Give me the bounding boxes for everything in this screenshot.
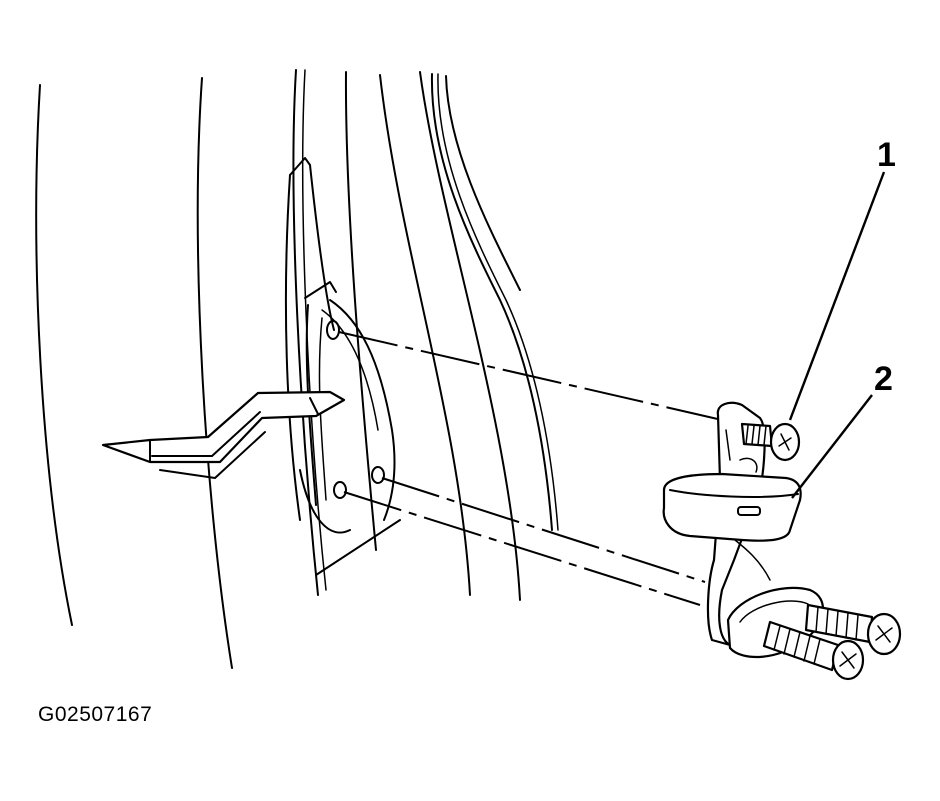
callout-2: 2: [874, 360, 893, 398]
pillar-mounting-plate: [284, 157, 401, 576]
callout-2-leader: [791, 394, 873, 499]
callout-1: 1: [877, 136, 896, 174]
door-pillar-outline: [35, 69, 559, 669]
alignment-lines: [338, 331, 723, 606]
callout-1-leader: [788, 171, 886, 421]
check-link-assembly: [662, 401, 902, 681]
striker-bracket: [101, 390, 346, 479]
figure-id-label: G02507167: [38, 703, 153, 726]
